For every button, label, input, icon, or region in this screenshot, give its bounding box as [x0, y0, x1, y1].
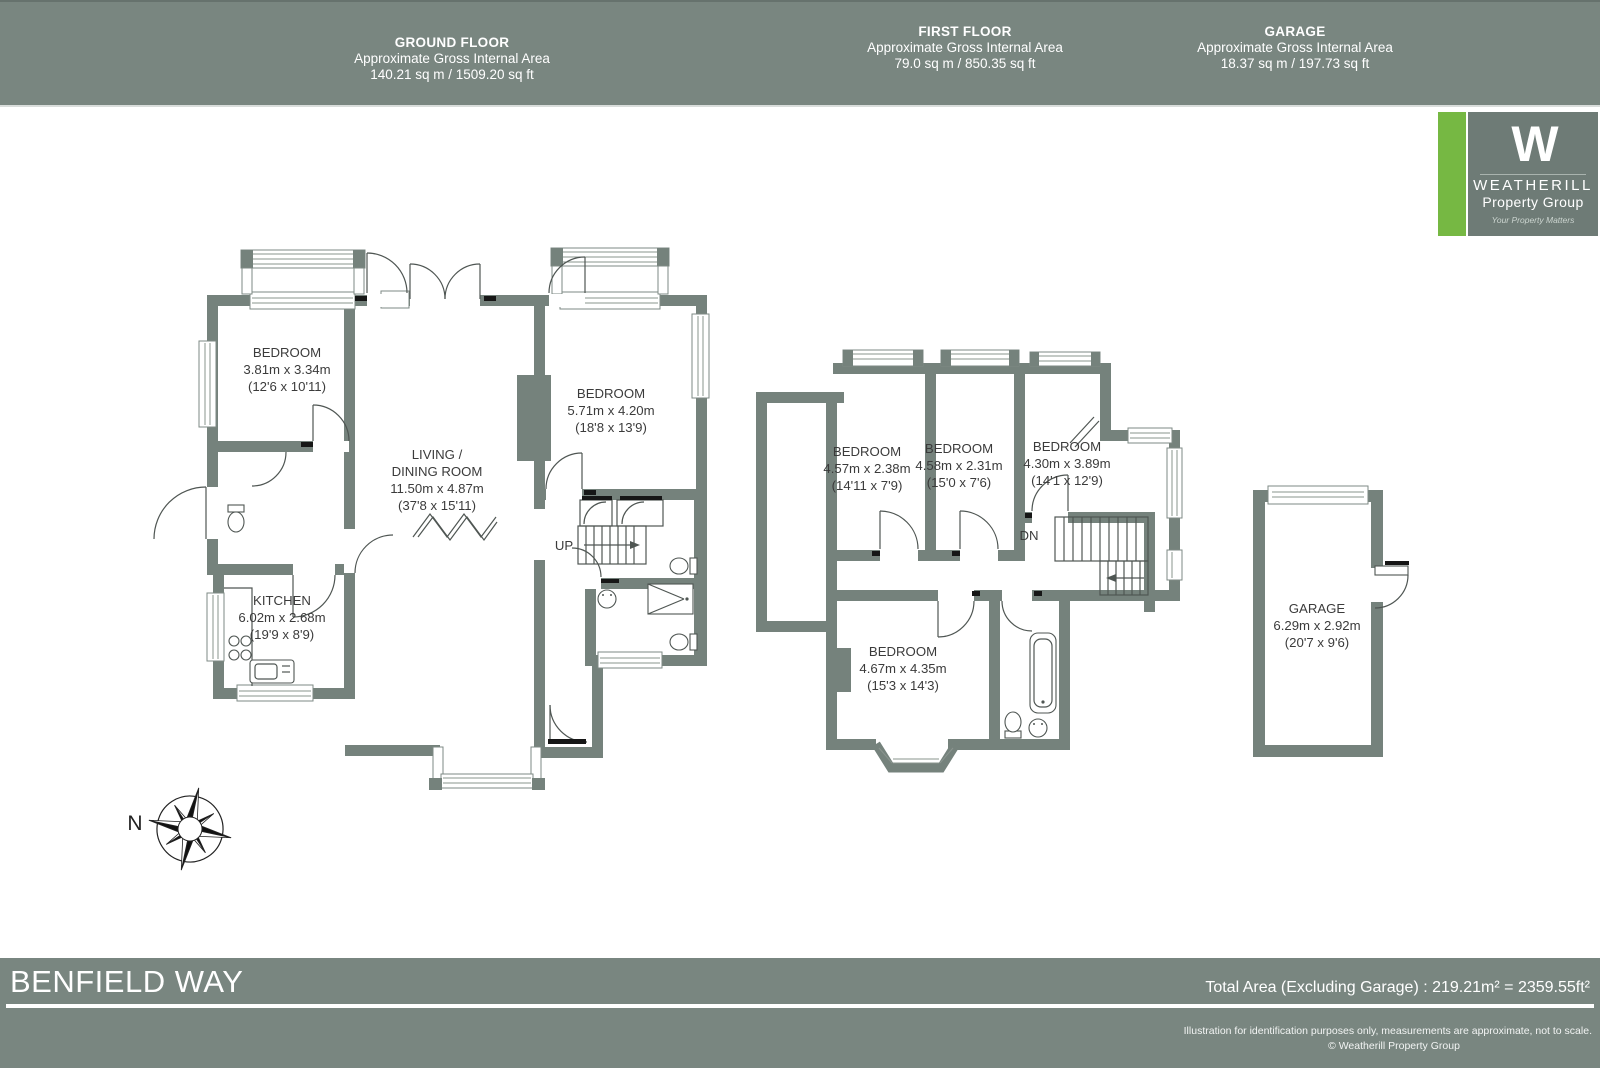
compass-rose-icon: N: [127, 787, 232, 871]
header-bar: GROUND FLOOR Approximate Gross Internal …: [0, 0, 1600, 107]
bay-window-bedroom-left: [240, 249, 366, 295]
room-dim-ft: (20'7 x 9'6): [1285, 635, 1349, 650]
first-floor-windows: [842, 349, 1183, 581]
ground-floor-area-value: 140.21 sq m / 1509.20 sq ft: [370, 67, 534, 82]
ground-floor-area-caption: Approximate Gross Internal Area: [354, 51, 550, 66]
disclaimer-text: Illustration for identification purposes…: [1183, 1025, 1592, 1037]
fireplace-recess: [551, 385, 563, 453]
bay-window-living-bottom: [429, 746, 545, 790]
living-zigzag: [412, 512, 497, 539]
garage-door: [1371, 561, 1409, 609]
garage-title: GARAGE: [1264, 24, 1326, 39]
logo-subname: Property Group: [1482, 194, 1584, 210]
bathroom-sink-icon: [597, 589, 617, 609]
room-label: BEDROOM: [1033, 439, 1101, 454]
room-label: LIVING /: [412, 447, 463, 462]
logo-divider: [1480, 174, 1586, 175]
room-dim-m: 6.02m x 2.68m: [238, 610, 325, 625]
first-floor-stairs: [1054, 516, 1149, 596]
total-area-text: Total Area (Excluding Garage) : 219.21m²…: [1205, 979, 1590, 996]
room-dim-m: 4.30m x 3.89m: [1023, 456, 1110, 471]
room-dim-m: 4.58m x 2.31m: [915, 458, 1002, 473]
room-dim-ft: (18'8 x 13'9): [575, 420, 647, 435]
stairs-up-label: UP: [555, 538, 574, 553]
room-label: BEDROOM: [869, 644, 937, 659]
toilet-icon: [1004, 711, 1022, 739]
room-dim-ft: (15'0 x 7'6): [927, 475, 991, 490]
room-label: KITCHEN: [253, 593, 311, 608]
room-dim-m: 4.57m x 2.38m: [823, 461, 910, 476]
room-dim-m: 11.50m x 4.87m: [390, 481, 484, 496]
toilet-icon: [669, 557, 698, 575]
header-first-floor: FIRST FLOOR Approximate Gross Internal A…: [755, 24, 1175, 72]
room-label: BEDROOM: [925, 441, 993, 456]
ground-floor-doors: [153, 252, 602, 743]
first-floor-fixtures: [1004, 632, 1057, 739]
room-dim-m: 4.67m x 4.35m: [859, 661, 946, 676]
logo-name: WEATHERILL: [1473, 177, 1593, 194]
toilet-icon: [227, 504, 245, 513]
logo-monogram: W: [1511, 116, 1558, 172]
first-floor-area-caption: Approximate Gross Internal Area: [867, 40, 1063, 55]
footer-bar: [0, 958, 1600, 1068]
room-dim-m: 3.81m x 3.34m: [243, 362, 330, 377]
bathroom-sink-icon: [1028, 718, 1048, 738]
garage-window: [1267, 485, 1369, 505]
kitchen-counter: [224, 587, 253, 686]
footer-divider-line: [6, 1004, 1594, 1008]
header-ground-floor: GROUND FLOOR Approximate Gross Internal …: [242, 35, 662, 83]
garage-area-caption: Approximate Gross Internal Area: [1197, 40, 1393, 55]
bathtub-icon: [1029, 632, 1057, 714]
ground-floor-stairs: [577, 499, 664, 565]
property-address-title: BENFIELD WAY: [10, 964, 244, 999]
first-floor-area-value: 79.0 sq m / 850.35 sq ft: [894, 56, 1036, 71]
stove-icon: [228, 635, 252, 661]
bay-window-bedroom4: [872, 741, 960, 773]
door-lintels: [301, 296, 1042, 744]
room-label: BEDROOM: [577, 386, 645, 401]
first-floor-doors: [879, 416, 1100, 638]
room-dim-m: 6.29m x 2.92m: [1273, 618, 1360, 633]
header-garage: GARAGE Approximate Gross Internal Area 1…: [1085, 24, 1505, 72]
logo-tagline: Your Property Matters: [1491, 215, 1575, 225]
room-dim-ft: (14'1 x 12'9): [1031, 473, 1103, 488]
shower-icon: [647, 583, 694, 615]
room-dim-m: 5.71m x 4.20m: [567, 403, 654, 418]
first-floor-title: FIRST FLOOR: [918, 24, 1012, 39]
stairs-down-label: DN: [1019, 528, 1038, 543]
room-label: GARAGE: [1289, 601, 1346, 616]
room-dim-ft: (19'9 x 8'9): [250, 627, 314, 642]
room-dim-ft: (14'11 x 7'9): [832, 478, 903, 493]
bay-window-bedroom-right: [550, 247, 670, 295]
ground-floor-title: GROUND FLOOR: [394, 35, 510, 50]
living-zigzag: [417, 515, 498, 542]
room-dim-ft: (15'3 x 14'3): [867, 678, 939, 693]
room-labels: BEDROOM 3.81m x 3.34m (12'6 x 10'11) BED…: [238, 345, 1360, 693]
garage-area-value: 18.37 sq m / 197.73 sq ft: [1220, 56, 1370, 71]
room-label: BEDROOM: [833, 444, 901, 459]
agency-logo: W WEATHERILL Property Group Your Propert…: [1468, 112, 1598, 236]
ground-floor-fixtures: [224, 504, 698, 686]
room-label: BEDROOM: [253, 345, 321, 360]
logo-green-bar: [1438, 112, 1466, 236]
toilet-icon: [669, 633, 698, 651]
sink-icon: [249, 659, 295, 684]
room-label: DINING ROOM: [392, 464, 483, 479]
room-dim-ft: (37'8 x 15'11): [398, 498, 476, 513]
room-dim-ft: (12'6 x 10'11): [248, 379, 326, 394]
compass-north-label: N: [127, 812, 142, 835]
copyright-text: © Weatherill Property Group: [1328, 1040, 1460, 1052]
